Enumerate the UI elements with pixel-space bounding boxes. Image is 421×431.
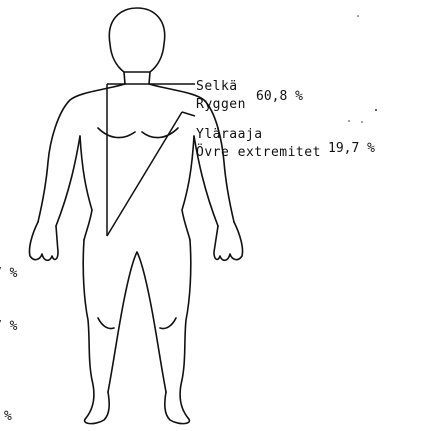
- neck: [124, 72, 150, 84]
- inner-legs: [108, 252, 166, 392]
- label-selka-line2: Ryggen: [196, 97, 246, 112]
- body-outline: [29, 8, 242, 424]
- left-edge-value-1: 7 %: [0, 266, 18, 281]
- left-edge-value-3: %: [4, 409, 12, 424]
- torso-side-left: [80, 136, 92, 240]
- label-ylaraaja: Yläraaja Övre extremitet 19,7 %: [196, 127, 375, 160]
- chest-detail: [98, 128, 178, 138]
- left-hand: [29, 222, 58, 260]
- label-ylaraaja-line1: Yläraaja: [196, 127, 263, 142]
- label-ylaraaja-line2: Övre extremitet: [196, 143, 321, 160]
- left-leg: [83, 240, 109, 424]
- knee-details: [98, 318, 176, 329]
- torso-side-right: [182, 136, 194, 240]
- left-inner-arm: [56, 136, 80, 226]
- right-hand: [214, 222, 243, 260]
- head: [109, 8, 164, 72]
- upper-limb-leader-tip: [182, 112, 195, 116]
- label-ylaraaja-value: 19,7 %: [328, 141, 375, 156]
- right-leg: [165, 240, 191, 424]
- label-selka-line1: Selkä: [196, 79, 238, 94]
- upper-limb-leader: [107, 112, 182, 236]
- left-edge-value-2: 7 %: [0, 319, 18, 334]
- label-selka-value: 60,8 %: [256, 89, 303, 104]
- left-edge-values: 7 % 7 % %: [0, 266, 18, 424]
- label-selka: Selkä Ryggen 60,8 %: [196, 79, 303, 112]
- scan-speckles: [348, 15, 377, 123]
